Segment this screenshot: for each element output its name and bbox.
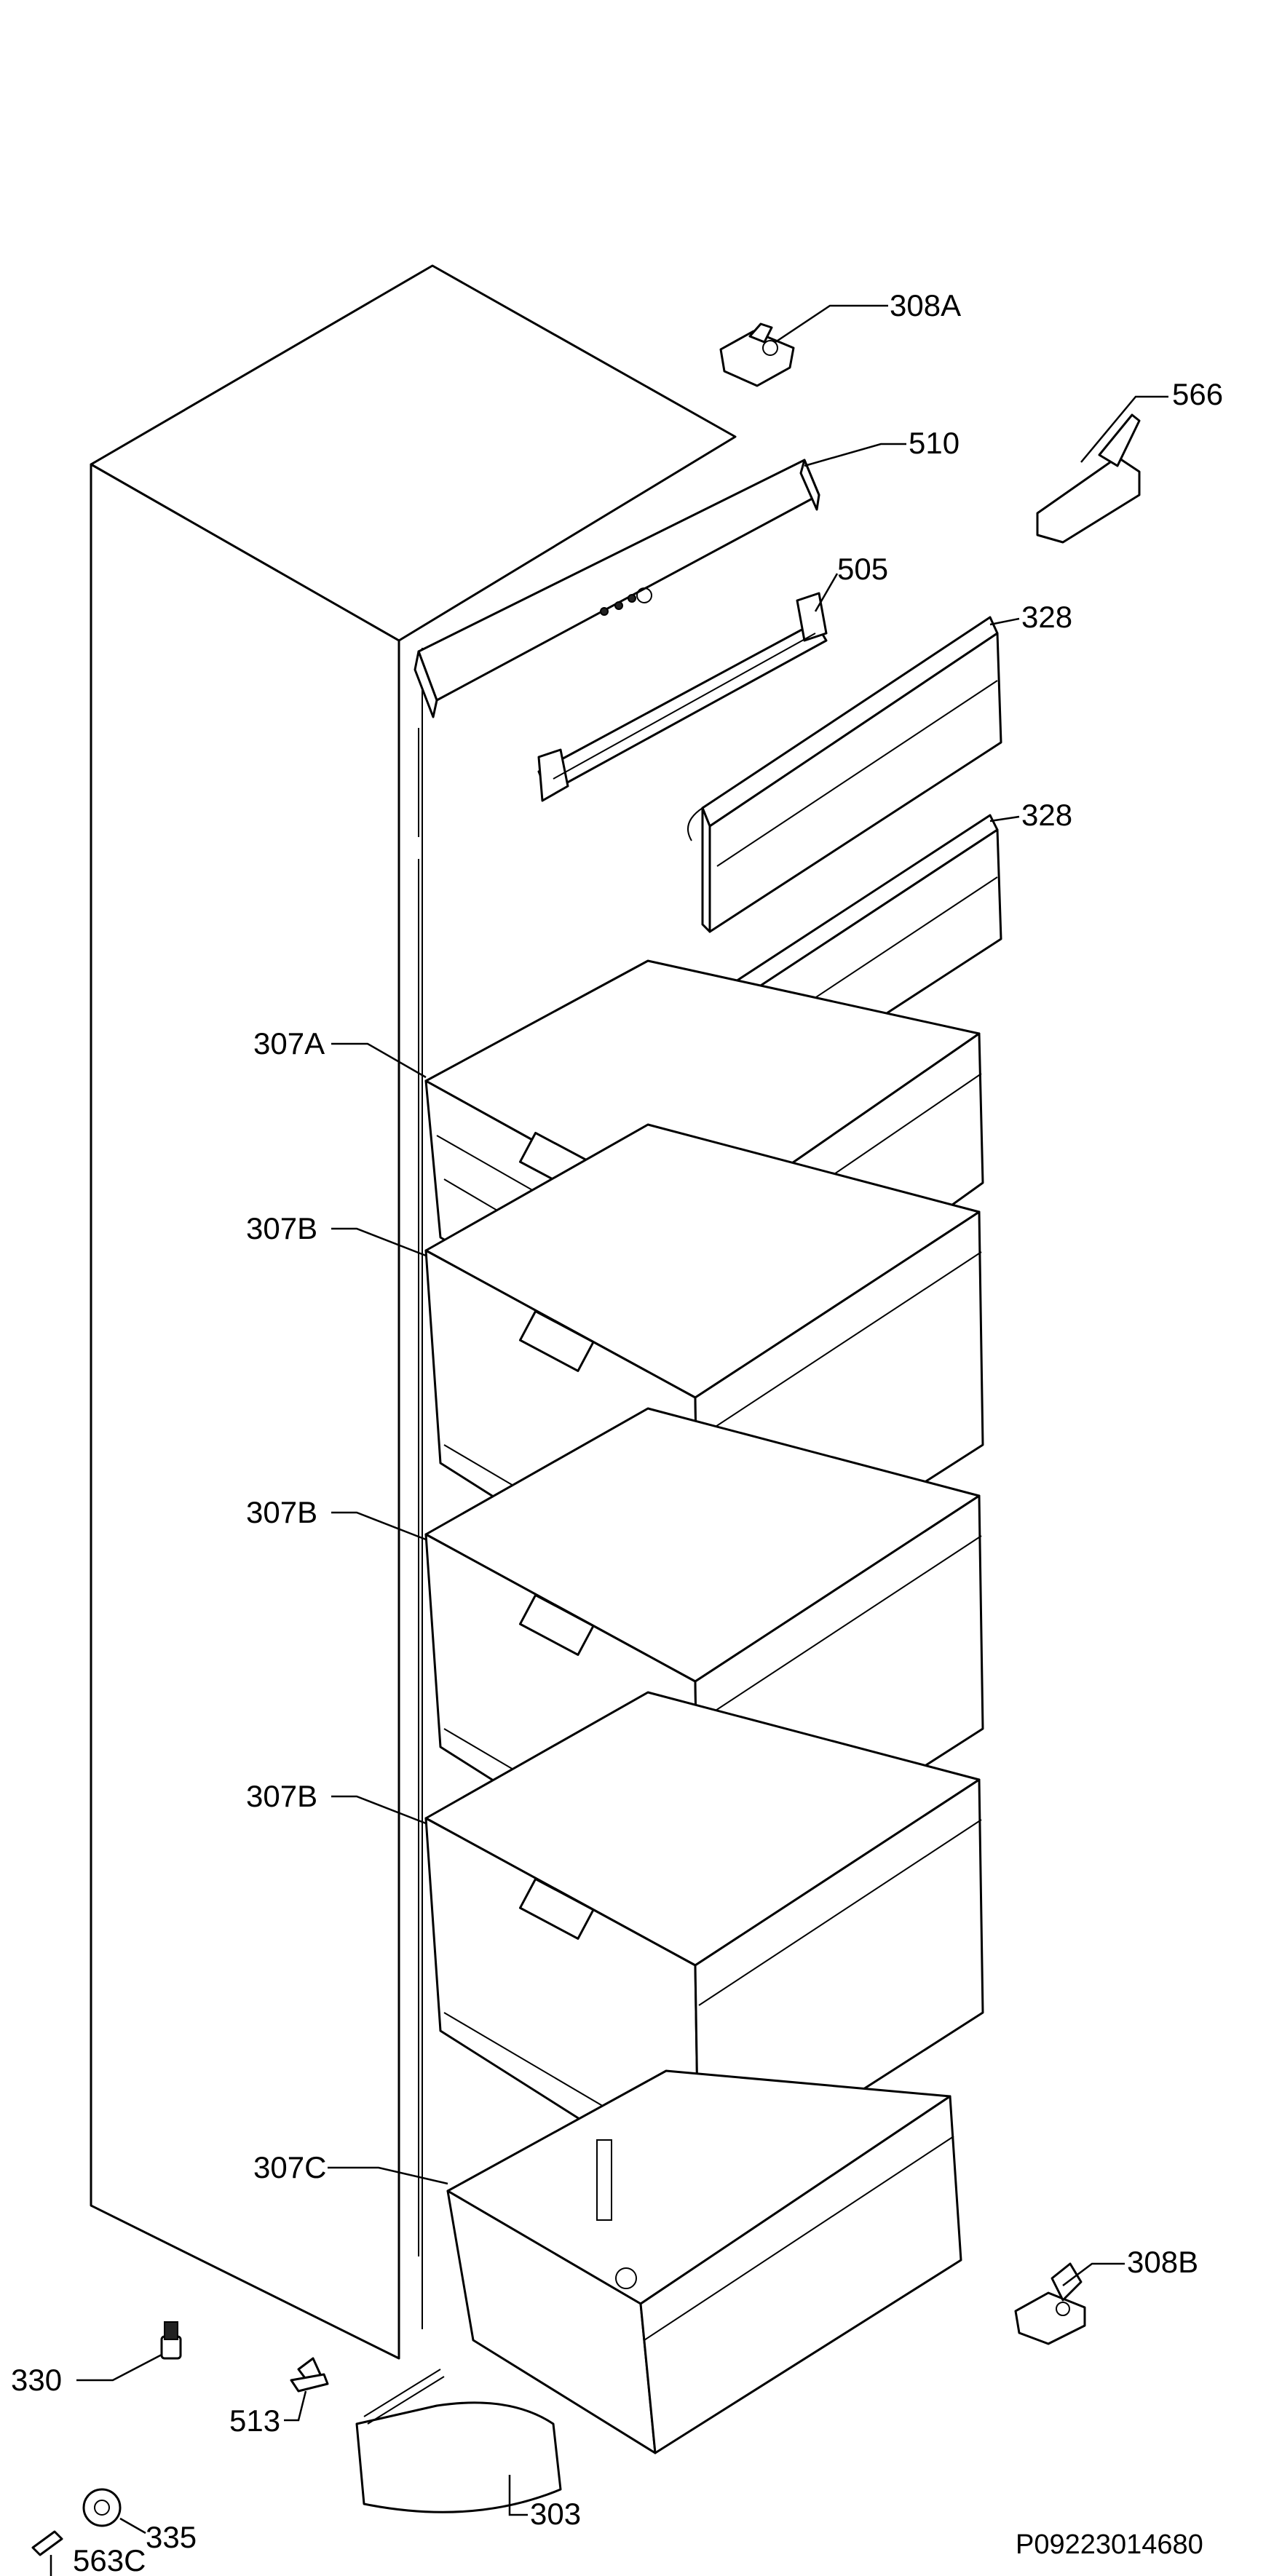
callout-303: 303 (530, 2497, 581, 2531)
plinth-303 (355, 2369, 562, 2513)
flap-328-top (687, 616, 1002, 933)
callout-328-bottom: 328 (1021, 798, 1072, 832)
callout-510: 510 (909, 426, 960, 460)
callout-335: 335 (146, 2520, 197, 2554)
document-id: P09223014680 (1016, 2529, 1203, 2560)
spacer-335 (82, 2488, 122, 2527)
callout-330: 330 (11, 2363, 62, 2397)
part-566 (1036, 413, 1141, 544)
callout-307b-3: 307B (246, 1779, 317, 1813)
foot-screw-330 (160, 2321, 182, 2360)
callout-566: 566 (1172, 377, 1223, 411)
hinge-bottom-part (1014, 2262, 1086, 2345)
callout-307b-2: 307B (246, 1495, 317, 1529)
callout-513: 513 (229, 2403, 280, 2438)
callout-563c: 563C (73, 2543, 146, 2576)
cabinet-body (90, 264, 737, 2360)
pin-563c (31, 2530, 63, 2556)
hinge-top-part (719, 322, 795, 387)
callout-307c: 307C (253, 2150, 326, 2184)
control-panel-part (414, 459, 820, 718)
callout-307a: 307A (253, 1026, 325, 1061)
callout-505: 505 (837, 552, 888, 586)
drawer-307c (446, 2069, 962, 2454)
callout-308a: 308A (890, 288, 961, 322)
callout-307b-1: 307B (246, 1211, 317, 1245)
callout-328-top: 328 (1021, 600, 1072, 634)
clip-513 (290, 2357, 329, 2393)
callout-308b: 308B (1127, 2245, 1198, 2279)
leader-lines (50, 304, 1168, 2576)
